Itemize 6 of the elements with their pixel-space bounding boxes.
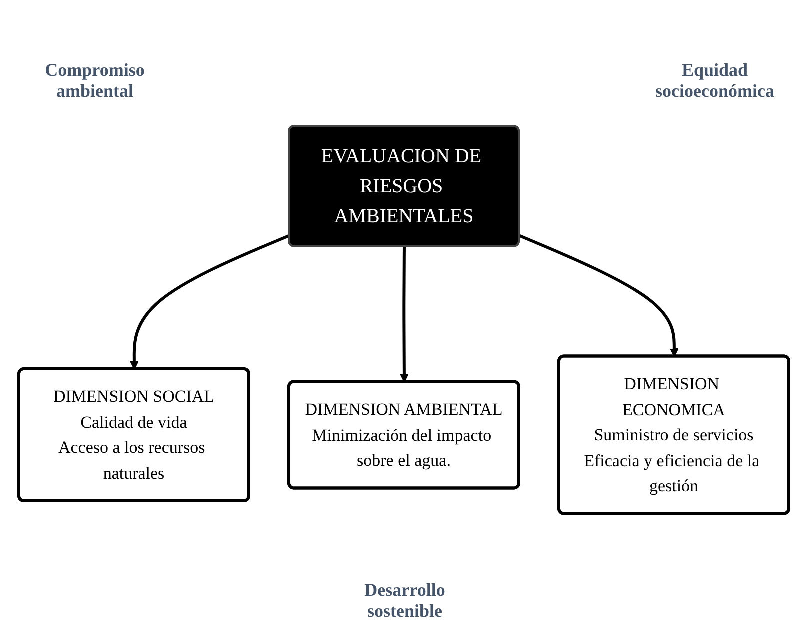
annotation-text: Desarrollo sostenible: [364, 580, 446, 622]
annotation-text: Compromiso ambiental: [44, 60, 146, 102]
arrow: [518, 234, 679, 358]
arrow: [130, 234, 290, 370]
annotation-text: Equidad socioeconómica: [654, 60, 776, 102]
arrow: [400, 246, 409, 383]
